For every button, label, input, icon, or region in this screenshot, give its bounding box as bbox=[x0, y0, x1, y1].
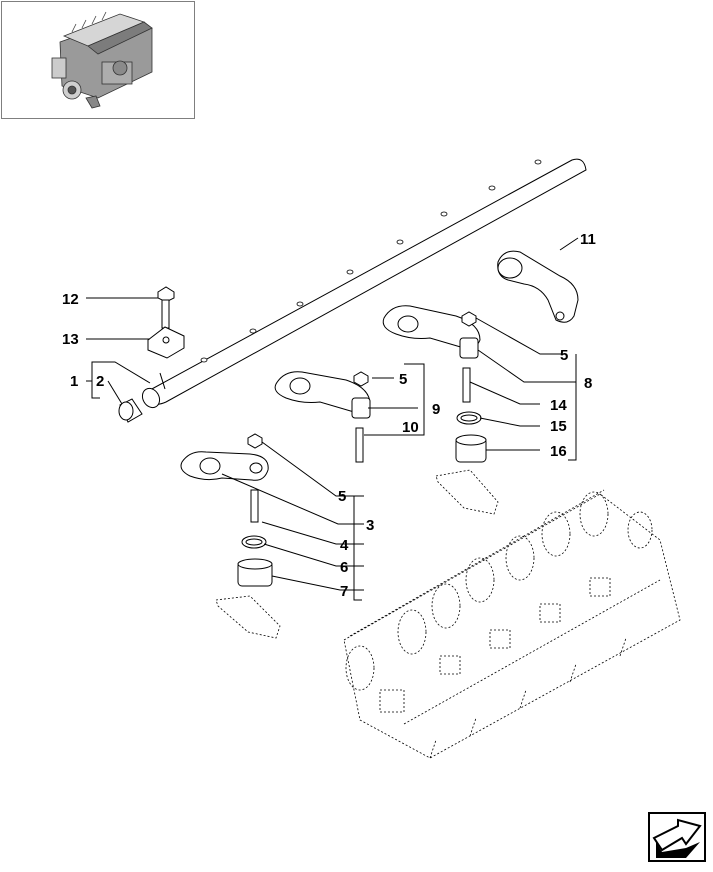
next-page-button[interactable] bbox=[648, 812, 706, 862]
shaft-bush bbox=[118, 398, 143, 423]
callout-3[interactable]: 3 bbox=[366, 517, 374, 534]
callout-13[interactable]: 13 bbox=[62, 331, 79, 348]
callout-5-lower[interactable]: 5 bbox=[338, 488, 346, 505]
leader-lines bbox=[86, 237, 579, 601]
rocker-shaft bbox=[141, 158, 587, 409]
callout-10[interactable]: 10 bbox=[402, 419, 419, 436]
callout-5-upper[interactable]: 5 bbox=[560, 347, 568, 364]
callouts: 12 13 1 2 5 9 10 11 5 8 14 15 16 5 3 4 6… bbox=[62, 231, 596, 600]
next-page-arrow-icon bbox=[648, 812, 706, 862]
rocker-arm-middle bbox=[274, 371, 371, 463]
callout-5-middle[interactable]: 5 bbox=[399, 371, 407, 388]
callout-16[interactable]: 16 bbox=[550, 443, 567, 460]
engine-thumbnail-icon bbox=[51, 11, 153, 109]
rocker-arm-lower bbox=[180, 433, 281, 639]
callout-15[interactable]: 15 bbox=[550, 418, 567, 435]
rocker-bracket bbox=[497, 250, 579, 323]
callout-11[interactable]: 11 bbox=[580, 231, 596, 248]
callout-2[interactable]: 2 bbox=[96, 373, 104, 390]
callout-7[interactable]: 7 bbox=[340, 583, 348, 600]
callout-1[interactable]: 1 bbox=[70, 373, 78, 390]
callout-8[interactable]: 8 bbox=[584, 375, 592, 392]
shaft-bolt bbox=[157, 286, 175, 329]
shaft-bracket bbox=[147, 326, 185, 359]
callout-6[interactable]: 6 bbox=[340, 559, 348, 576]
engine-thumbnail[interactable] bbox=[1, 1, 195, 119]
rocker-arm-upper bbox=[382, 305, 499, 515]
cylinder-head bbox=[343, 489, 681, 759]
callout-9[interactable]: 9 bbox=[432, 401, 440, 418]
callout-14[interactable]: 14 bbox=[550, 397, 567, 414]
callout-4[interactable]: 4 bbox=[340, 537, 349, 554]
callout-12[interactable]: 12 bbox=[62, 291, 79, 308]
